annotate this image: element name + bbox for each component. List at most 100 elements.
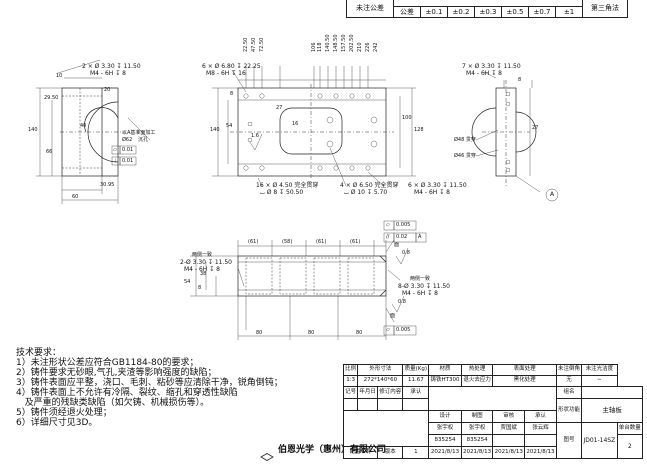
right-dim2: 27 <box>532 125 539 131</box>
tb-rev-header: 年月日 <box>357 386 379 399</box>
bottom-parallel-datum: A <box>418 234 422 240</box>
tb-id <box>524 434 557 447</box>
bottom-callout-right: 8-Ø 3.30 ↧ 11.50 <box>398 283 450 290</box>
bottom-face-label: 面 <box>390 313 396 319</box>
tb-rev-header: 修订内容 <box>377 386 404 399</box>
center-view <box>212 66 416 187</box>
tb-value: 1:3 <box>342 375 359 387</box>
bottom-roughness1: 0.8 <box>402 250 410 256</box>
center-hole-callout4: 6 × Ø 3.30 ↧ 11.50 <box>408 182 467 189</box>
right-hole-callout: 7 × Ø 3.30 ↧ 11.50 <box>462 63 521 70</box>
bottom-dim: 80 <box>308 330 315 336</box>
tb-id <box>492 434 526 447</box>
center-hole-callout1: 6 × Ø 6.80 ↧ 22.25 <box>202 63 261 70</box>
bottom-dim: 80 <box>356 330 363 336</box>
tb-id: 835254 <box>460 434 494 447</box>
bottom-face-label: 面 <box>394 242 400 248</box>
tb-version-value: 1 <box>402 446 430 459</box>
left-dim-mid: 40 <box>80 123 87 129</box>
top-dim: 242 <box>373 42 379 52</box>
tb-name: 张宇权 <box>460 422 494 435</box>
tech-item: 5）铸件须经退火处理； <box>16 408 112 418</box>
bottom-side-dim: 54 <box>184 279 191 285</box>
datum-a-label: A <box>550 191 555 198</box>
center-counterbore3: ⌴ Ø 10 ↧ 5.70 <box>344 189 388 196</box>
left-view <box>36 59 151 204</box>
tb-header: 表面处理 <box>492 364 557 376</box>
parallelism-icon: // <box>386 234 390 240</box>
bottom-thread-left: M4 - 6H ↧ 8 <box>184 266 220 273</box>
bottom-top-dim: (61) <box>350 239 361 245</box>
tb-rev-header: 承认 <box>402 386 430 399</box>
bottom-flatness-value: 0.005 <box>396 222 411 228</box>
tb-value: 铸铁HT300 <box>428 375 462 387</box>
right-dim1: 8 <box>518 77 522 83</box>
tb-id: 835254 <box>428 434 462 447</box>
center-dim-height: 140 <box>210 127 220 133</box>
company-logo <box>260 446 274 461</box>
left-dim-height: 140 <box>28 127 38 133</box>
left-dim-top: 10 <box>56 73 63 79</box>
tb-name: 张云辉 <box>524 422 557 435</box>
tb-header: 未注倒角 <box>555 364 583 376</box>
bottom-top-dim: (61) <box>248 239 259 245</box>
tb-header: 材质 <box>428 364 462 376</box>
tb-drawing-no: JD01-14SZ <box>581 422 618 459</box>
tech-item: 1）未注形状公差应符合GB1184-80的要求； <box>16 358 199 368</box>
center-dim-inner1: 54 <box>226 123 233 129</box>
tb-role: 设计 <box>428 410 462 423</box>
top-dim: 72.50 <box>259 37 265 52</box>
tech-item: 3）铸件表面应平整，浇口、毛刺、粘砂等应清除干净，锐角倒钝； <box>16 378 283 388</box>
left-hole-callout: 2 × Ø 3.30 ↧ 11.50 <box>82 63 141 70</box>
tb-header: 比例 <box>342 364 359 376</box>
tb-value: ∼ <box>581 375 618 387</box>
tb-group-label: 组名 <box>555 386 583 399</box>
center-hole-callout3: 4 × Ø 6.50 完全贯穿 <box>340 182 399 189</box>
left-perp-value: 0.01 <box>122 158 134 164</box>
top-dim: 22.50 <box>243 37 249 52</box>
top-dim: 157.50 <box>341 34 347 53</box>
top-dim: 148.50 <box>333 34 339 53</box>
bottom-roughness2: 0.8 <box>398 299 406 305</box>
left-note-datum: 以A基准面加工 <box>122 130 156 136</box>
center-counterbore2: ⌴ Ø 8 ↧ 50.50 <box>260 189 304 196</box>
center-hole-callout2: 16 × Ø 4.50 完全贯穿 <box>256 182 319 189</box>
tb-part-name: 主轴板 <box>581 398 643 423</box>
tb-role: 审核 <box>492 410 526 423</box>
top-dim: 202.50 <box>349 34 355 53</box>
flatness-icon: ▱ <box>386 222 390 228</box>
left-thread-callout: M4 - 6H ↧ 8 <box>90 70 126 77</box>
left-dim-bottom1: 30.95 <box>100 182 115 188</box>
center-thread-callout1: M8 - 6H ↧ 16 <box>206 70 246 77</box>
tb-header: 未注光洁度 <box>581 364 618 376</box>
tech-item: 6）详细尺寸见3D。 <box>16 418 98 428</box>
center-dim-inner3: 27 <box>276 105 283 111</box>
tolerance-value: ±1 <box>555 6 583 18</box>
tb-date: 2021/8/13 <box>524 446 557 459</box>
tech-item: 及严重的残缺类缺陷（如欠铸、机械损伤等）。 <box>16 398 210 408</box>
top-dim: 47.50 <box>251 37 257 52</box>
left-note-dia: Ø62 <box>122 137 133 143</box>
tb-qty-value: 2 <box>616 434 643 459</box>
top-dim: 226 <box>365 42 371 52</box>
left-flatness-value: 0.01 <box>122 147 134 153</box>
bottom-view <box>190 220 427 340</box>
bottom-thread-right: M4 - 6H ↧ 8 <box>402 290 438 297</box>
center-dim-right2: 128 <box>414 127 424 133</box>
tb-role: 承认 <box>524 410 557 423</box>
center-dim-right1: 100 <box>402 115 412 121</box>
bottom-side-dim: 8 <box>198 285 202 291</box>
tb-name: 贾国斌 <box>492 422 526 435</box>
title-block: 比例 外形寸法 质量(Kg) 材质 热处理 表面处理 未注倒角 未注光洁度 1:… <box>342 364 643 459</box>
tb-date: 2021/8/13 <box>428 446 462 459</box>
left-note-counterbore: 沉孔 <box>138 137 149 143</box>
tb-header: 质量(Kg) <box>402 364 430 376</box>
tb-value: 11.67 <box>402 375 430 387</box>
tb-rev-header: 记号 <box>342 386 359 399</box>
right-hole1: Ø48 贯穿 <box>454 137 476 143</box>
tb-date: 2021/8/13 <box>460 446 494 459</box>
bottom-top-dim: (58) <box>282 239 293 245</box>
tb-name: 张宇权 <box>428 422 462 435</box>
tb-role: 制图 <box>460 410 494 423</box>
